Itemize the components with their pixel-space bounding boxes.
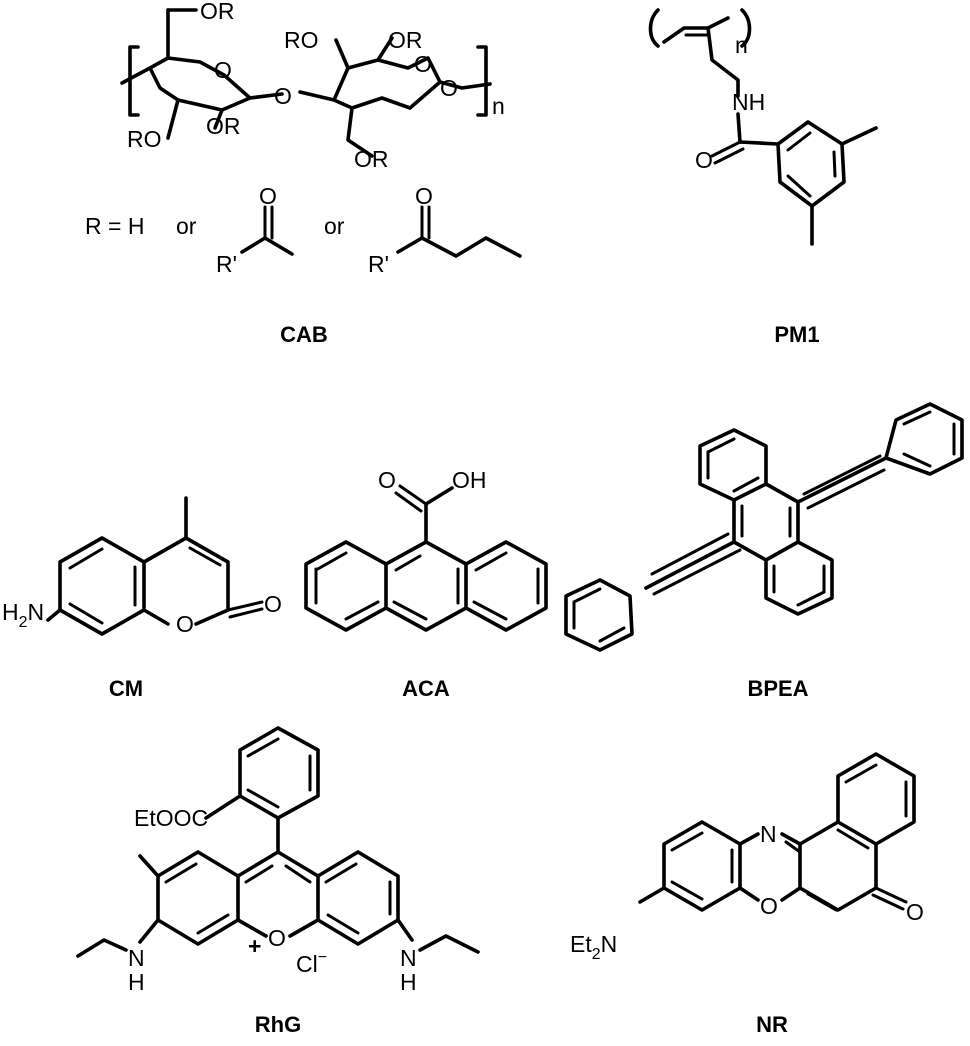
- cab-atom-o: O: [440, 75, 458, 101]
- cab-atom-or: OR: [200, 0, 235, 24]
- rhg-atom-o-plus: O: [268, 925, 286, 951]
- cab-or-word: or: [176, 213, 197, 239]
- aca-label: ACA: [402, 676, 450, 701]
- cab-atom-o: O: [274, 83, 292, 109]
- nr-structure: Et2N N O O NR: [570, 752, 924, 1037]
- cab-label: CAB: [280, 322, 328, 347]
- rhg-label: RhG: [255, 1012, 301, 1037]
- rhg-structure: EtOOC O + Cl− N H N H RhG: [76, 726, 480, 1037]
- pm1-atom-o: O: [695, 147, 713, 173]
- rhg-atom-etoooc: EtOOC: [134, 805, 208, 831]
- nr-atom-o-carbonyl: O: [906, 899, 924, 925]
- nr-atom-et2n: Et2N: [570, 931, 617, 963]
- cm-structure: O O H2N CM: [2, 496, 282, 701]
- pm1-label: PM1: [774, 322, 819, 347]
- cab-atom-o: O: [214, 57, 232, 83]
- cab-atom-or: OR: [388, 27, 423, 53]
- rhg-atom-h: H: [128, 969, 145, 995]
- bpea-structure: BPEA: [564, 402, 964, 701]
- nr-atom-o: O: [760, 893, 778, 919]
- cab-r-equals-h: R = H: [85, 213, 144, 239]
- cm-atom-h2n: H2N: [2, 599, 44, 631]
- cab-or-word: or: [324, 213, 345, 239]
- cab-atom-ro: RO: [284, 27, 319, 53]
- rhg-atom-n: N: [400, 945, 417, 971]
- cab-atom-ro: RO: [127, 126, 162, 152]
- aca-atom-oh: OH: [452, 467, 487, 493]
- cab-butyryl-o: O: [415, 183, 433, 209]
- nr-label: NR: [756, 1012, 788, 1037]
- cab-structure: OR O RO OR O RO OR O O OR n R = H or or …: [85, 0, 522, 347]
- cab-atom-o: O: [414, 51, 432, 77]
- cab-acetyl-r-prime: R': [216, 251, 237, 277]
- cab-atom-or: OR: [354, 146, 389, 172]
- rhg-plus-sign: +: [248, 933, 261, 959]
- bpea-label: BPEA: [747, 676, 808, 701]
- rhg-atom-h: H: [400, 969, 417, 995]
- pm1-subscript-n: n: [735, 32, 748, 58]
- pm1-structure: n NH O PM1: [648, 8, 878, 347]
- aca-structure: O OH ACA: [304, 467, 548, 701]
- cm-atom-o: O: [264, 591, 282, 617]
- rhg-atom-cl: Cl−: [296, 949, 327, 977]
- nr-atom-n: N: [760, 821, 777, 847]
- pm1-atom-nh: NH: [732, 89, 765, 115]
- cab-atom-or: OR: [206, 113, 241, 139]
- aca-atom-o: O: [378, 467, 396, 493]
- cab-acetyl-o: O: [259, 183, 277, 209]
- cab-butyryl-r-prime: R': [368, 251, 389, 277]
- cm-atom-o: O: [176, 611, 194, 637]
- rhg-atom-n: N: [128, 945, 145, 971]
- cm-label: CM: [109, 676, 143, 701]
- cab-subscript-n: n: [492, 93, 505, 119]
